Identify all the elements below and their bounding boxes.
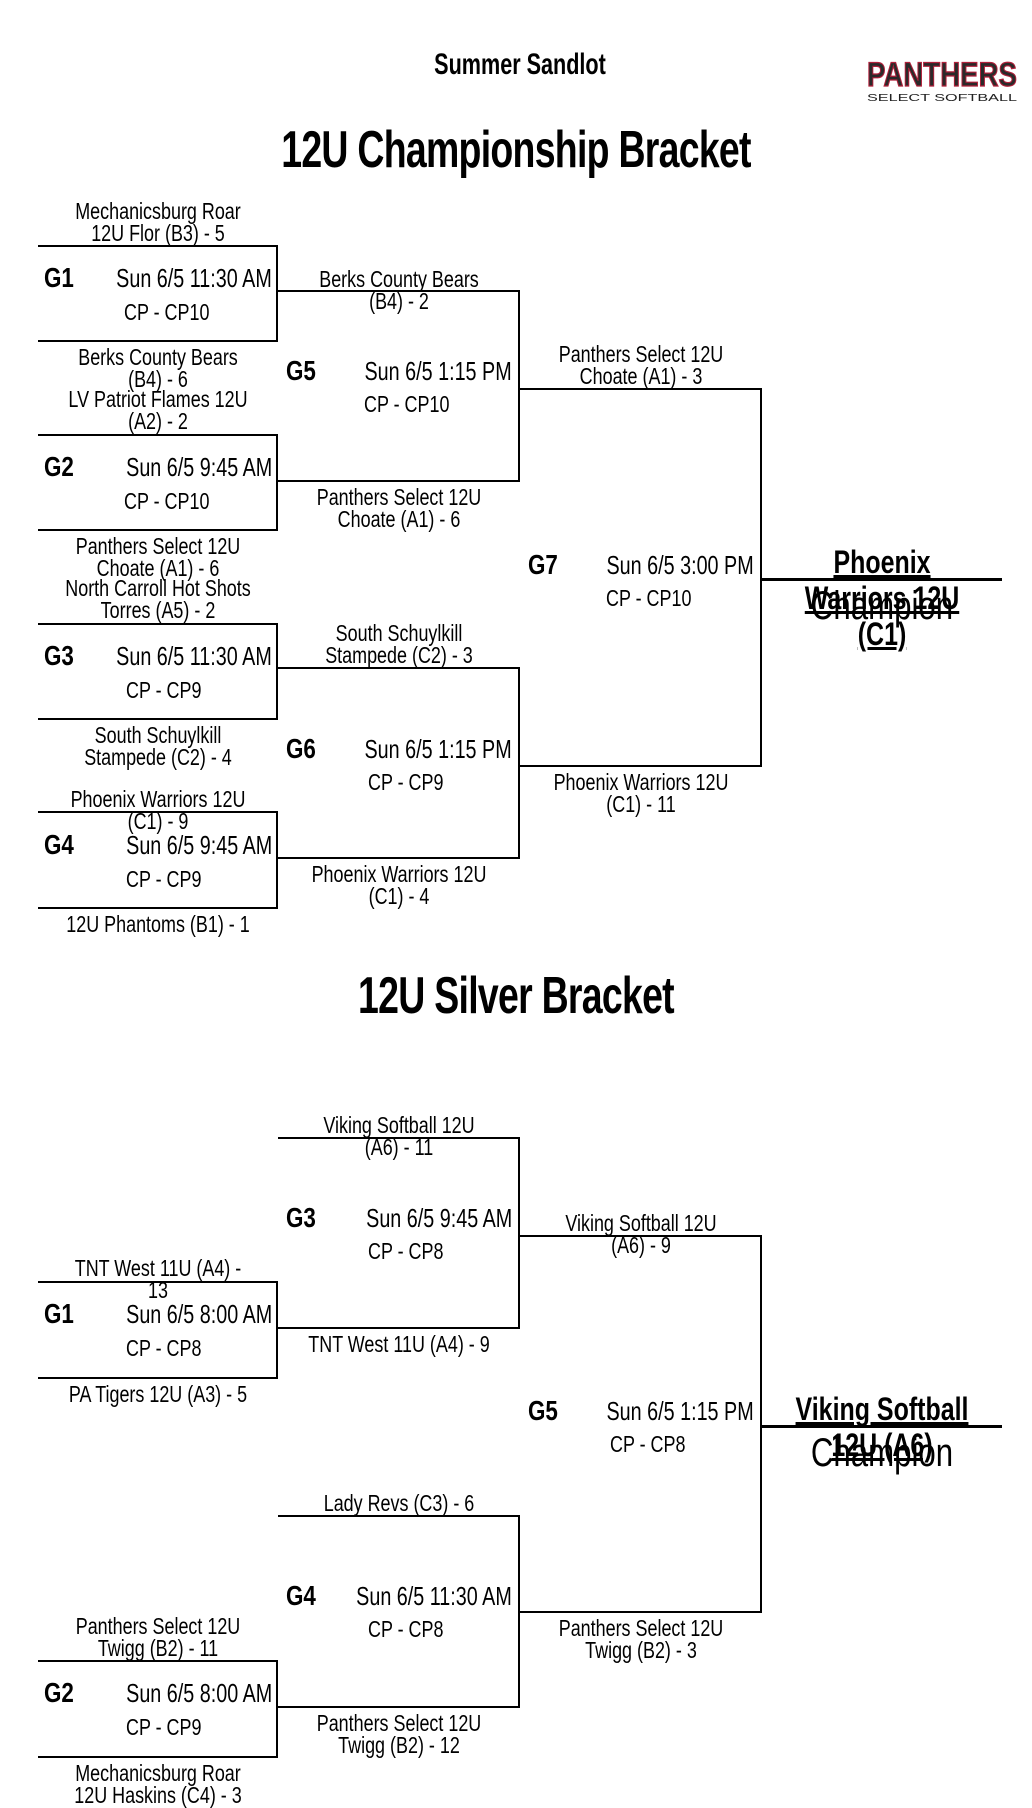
champ-g3-location: CP - CP9 bbox=[126, 677, 202, 703]
champ-g2-location: CP - CP10 bbox=[124, 488, 210, 514]
silver-g3-top-team: Viking Softball 12U (A6) - 11 bbox=[323, 1112, 475, 1160]
champ-g1-bottom-team: Berks County Bears (B4) - 6 bbox=[78, 344, 238, 392]
champ-g7-bottom-team: Phoenix Warriors 12U (C1) - 11 bbox=[553, 769, 729, 817]
silver-g5-location: CP - CP8 bbox=[610, 1431, 686, 1457]
silver-g1-top-team: TNT West 11U (A4) - 13 bbox=[74, 1255, 242, 1303]
champ-g6-bottom-team: Phoenix Warriors 12U (C1) - 4 bbox=[311, 861, 487, 909]
champ-g2-bottom-team: Panthers Select 12U Choate (A1) - 6 bbox=[75, 533, 241, 581]
champ-g4-bottom-team: 12U Phantoms (B1) - 1 bbox=[66, 911, 250, 937]
champ-g7-top-team: Panthers Select 12U Choate (A1) - 3 bbox=[558, 341, 724, 389]
champ-g1-top-team: Mechanicsburg Roar 12U Flor (B3) - 5 bbox=[75, 198, 241, 246]
champ-g1-id: G1 bbox=[44, 262, 74, 293]
champ-g4-time: Sun 6/5 9:45 AM bbox=[125, 830, 272, 860]
silver-g4-bottom-team: Panthers Select 12U Twigg (B2) - 12 bbox=[316, 1710, 482, 1758]
champ-g6-location: CP - CP9 bbox=[368, 769, 444, 795]
champ-g6-id: G6 bbox=[286, 733, 316, 764]
silver-g5-id: G5 bbox=[528, 1395, 558, 1426]
champ-g7-time: Sun 6/5 3:00 PM bbox=[606, 550, 754, 580]
silver-bracket-title: 12U Silver Bracket bbox=[358, 967, 675, 1025]
silver-champion-name: Viking Softball 12U (A6) bbox=[795, 1391, 969, 1463]
champ-g3-id: G3 bbox=[44, 640, 74, 671]
champ-g5-location: CP - CP10 bbox=[364, 391, 450, 417]
champ-g3-top-team: North Carroll Hot Shots Torres (A5) - 2 bbox=[65, 575, 251, 623]
champ-g7-location: CP - CP10 bbox=[606, 585, 692, 611]
champ-g4-top-team: Phoenix Warriors 12U (C1) - 9 bbox=[70, 786, 246, 834]
silver-g1-id: G1 bbox=[44, 1298, 74, 1329]
silver-g2-time: Sun 6/5 8:00 AM bbox=[125, 1678, 272, 1708]
silver-g4-id: G4 bbox=[286, 1580, 316, 1611]
silver-g3-location: CP - CP8 bbox=[368, 1238, 444, 1264]
silver-champion-label: Champion bbox=[810, 1431, 954, 1475]
champ-g6-top-team: South Schuylkill Stampede (C2) - 3 bbox=[325, 620, 473, 668]
silver-g3-time: Sun 6/5 9:45 AM bbox=[365, 1203, 512, 1233]
tournament-name: Summer Sandlot bbox=[434, 48, 606, 81]
silver-g3-id: G3 bbox=[286, 1202, 316, 1233]
silver-g2-bottom-team: Mechanicsburg Roar 12U Haskins (C4) - 3 bbox=[74, 1760, 242, 1808]
championship-champion-name: Phoenix Warriors 12U (C1) bbox=[804, 544, 960, 652]
silver-g4-top-team: Lady Revs (C3) - 6 bbox=[323, 1490, 475, 1516]
silver-g1-location: CP - CP8 bbox=[126, 1335, 202, 1361]
champ-g6-time: Sun 6/5 1:15 PM bbox=[364, 734, 512, 764]
logo-subtext: SELECT SOFTBALL bbox=[867, 93, 1018, 104]
panthers-logo: PANTHERS SELECT SOFTBALL bbox=[864, 55, 1020, 104]
championship-champion-label: Champion bbox=[810, 584, 954, 628]
silver-g5-top-team: Viking Softball 12U (A6) - 9 bbox=[565, 1210, 717, 1258]
silver-g4-location: CP - CP8 bbox=[368, 1616, 444, 1642]
champ-g5-bottom-team: Panthers Select 12U Choate (A1) - 6 bbox=[316, 484, 482, 532]
champ-g4-id: G4 bbox=[44, 829, 74, 860]
silver-g2-location: CP - CP9 bbox=[126, 1714, 202, 1740]
champ-g5-time: Sun 6/5 1:15 PM bbox=[364, 356, 512, 386]
champ-g4-location: CP - CP9 bbox=[126, 866, 202, 892]
silver-g5-time: Sun 6/5 1:15 PM bbox=[606, 1396, 754, 1426]
silver-g2-top-team: Panthers Select 12U Twigg (B2) - 11 bbox=[75, 1613, 241, 1661]
championship-bracket-title: 12U Championship Bracket bbox=[281, 121, 751, 179]
silver-g1-bottom-team: PA Tigers 12U (A3) - 5 bbox=[68, 1381, 248, 1407]
champ-g1-time: Sun 6/5 11:30 AM bbox=[116, 263, 272, 293]
silver-g1-time: Sun 6/5 8:00 AM bbox=[125, 1299, 272, 1329]
silver-g2-id: G2 bbox=[44, 1677, 74, 1708]
champ-g3-bottom-team: South Schuylkill Stampede (C2) - 4 bbox=[84, 722, 232, 770]
champ-g2-top-team: LV Patriot Flames 12U (A2) - 2 bbox=[68, 386, 248, 434]
champ-g5-top-team: Berks County Bears (B4) - 2 bbox=[319, 266, 479, 314]
champ-g2-id: G2 bbox=[44, 451, 74, 482]
champ-g2-time: Sun 6/5 9:45 AM bbox=[125, 452, 272, 482]
champ-g3-time: Sun 6/5 11:30 AM bbox=[116, 641, 272, 671]
logo-wordmark: PANTHERS bbox=[867, 56, 1017, 94]
silver-g3-bottom-team: TNT West 11U (A4) - 9 bbox=[308, 1331, 490, 1357]
champ-g1-location: CP - CP10 bbox=[124, 299, 210, 325]
silver-g5-bottom-team: Panthers Select 12U Twigg (B2) - 3 bbox=[558, 1615, 724, 1663]
champ-g5-id: G5 bbox=[286, 355, 316, 386]
champ-g7-id: G7 bbox=[528, 549, 558, 580]
silver-g4-time: Sun 6/5 11:30 AM bbox=[356, 1581, 512, 1611]
